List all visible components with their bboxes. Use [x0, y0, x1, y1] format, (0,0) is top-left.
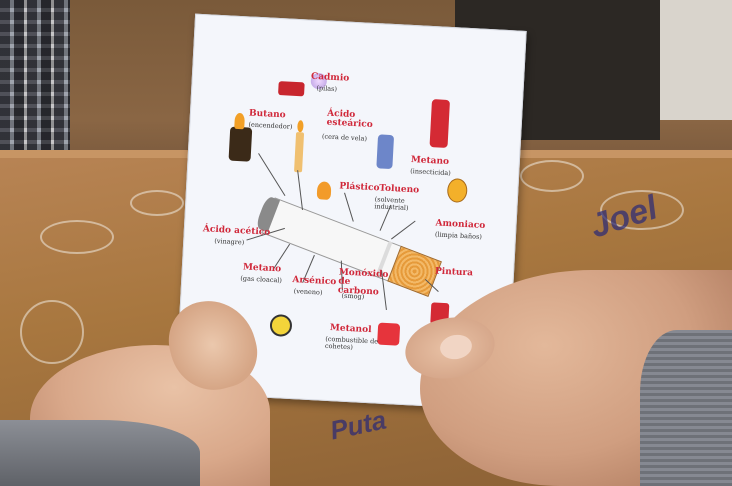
label-metano-sub: (insecticida) [410, 168, 451, 177]
label-cadmio-sub: (pilas) [316, 85, 337, 93]
label-plastico: Plástico [339, 182, 380, 193]
desk-graffiti-text: Puta [327, 404, 389, 446]
label-metanol-sub: (combustible de cohetes) [325, 336, 382, 352]
lighter-icon [229, 127, 253, 162]
label-acido-estearico-sub: (cera de vela) [322, 133, 367, 142]
label-tolueno: Tolueno [379, 184, 419, 195]
label-metano-gas: Metano [243, 263, 282, 274]
label-arsenico: Arsénico [292, 276, 336, 287]
solvent-bottle-icon [376, 134, 394, 169]
right-sleeve [640, 330, 732, 486]
connector-line [258, 153, 285, 196]
label-metano: Metano [411, 156, 450, 167]
label-cadmio: Cadmio [311, 73, 350, 84]
desk-scribble [40, 220, 114, 254]
label-monoxido-sub: (smog) [341, 293, 364, 301]
desk-scribble [20, 300, 84, 364]
battery-icon [278, 81, 305, 96]
label-acido-estearico: Ácido esteárico [326, 110, 387, 131]
connector-line [391, 221, 416, 240]
candle-flame-icon [297, 120, 304, 132]
label-metano-gas-sub: (gas cloacal) [240, 275, 282, 284]
label-butano: Butano [249, 110, 286, 121]
flame-icon [234, 113, 245, 130]
label-butano-sub: (encendedor) [248, 122, 292, 131]
label-tolueno-sub: (solvente industrial) [374, 196, 425, 212]
label-metanol: Metanol [330, 324, 372, 335]
label-arsenico-sub: (veneno) [294, 288, 323, 296]
light-door-frame [660, 0, 732, 120]
label-acido-acetico: Ácido acético [203, 225, 271, 238]
desk-graffiti-text: Joel [586, 188, 663, 246]
flask-icon [447, 178, 468, 203]
label-acido-acetico-sub: (vinagre) [214, 238, 244, 246]
desk-scribble [520, 160, 584, 192]
connector-line [297, 170, 303, 210]
label-pintura: Pintura [435, 267, 473, 278]
desk-scribble [130, 190, 184, 216]
candle-icon [294, 132, 304, 172]
connector-line [344, 193, 354, 222]
left-sleeve [0, 420, 200, 486]
label-amoniaco: Amoniaco [435, 219, 485, 231]
spray-can-icon [430, 99, 450, 148]
poison-icon [269, 314, 292, 337]
fire-icon [317, 181, 332, 200]
label-amoniaco-sub: (limpia baños) [435, 231, 482, 240]
